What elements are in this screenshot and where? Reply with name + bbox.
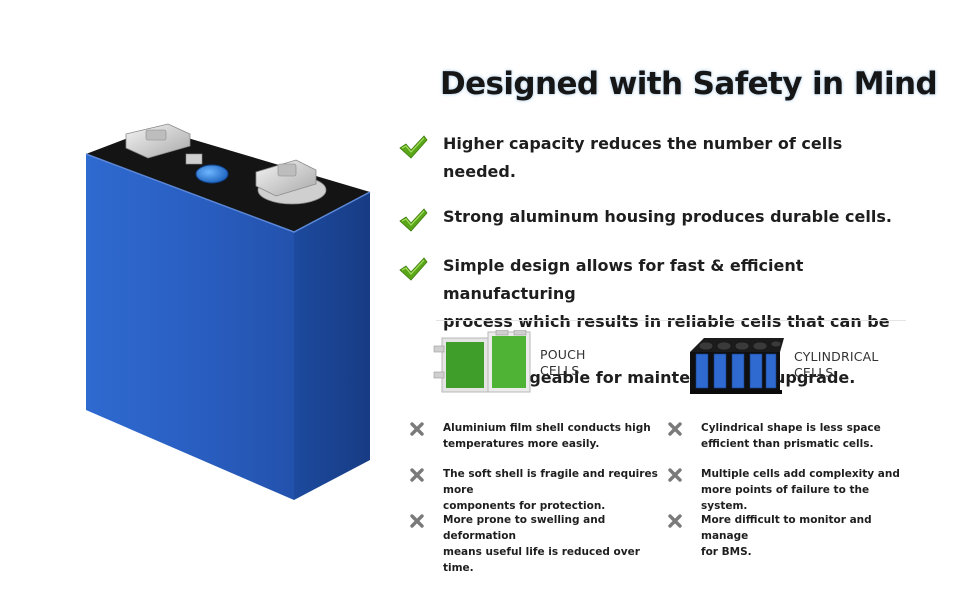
cross-icon [668, 514, 682, 528]
con-item: Aluminium film shell conducts high tempe… [410, 420, 660, 452]
cross-icon [668, 422, 682, 436]
safety-vent [195, 164, 229, 184]
feature-item: Strong aluminum housing produces durable… [398, 203, 918, 232]
prismatic-battery-image [85, 123, 371, 500]
feature-item: Higher capacity reduces the number of ce… [398, 130, 918, 186]
pouch-cells-image [433, 330, 531, 393]
terminal-right [255, 159, 327, 205]
pouch-cells-label: POUCH CELLS [540, 347, 586, 378]
cross-icon [410, 514, 424, 528]
con-item: Cylindrical shape is less space efficien… [668, 420, 918, 452]
con-item: Multiple cells add complexity and more p… [668, 466, 918, 512]
con-item: More difficult to monitor and manage for… [668, 512, 918, 558]
divider [436, 320, 906, 321]
check-icon [399, 135, 428, 159]
feature-text: Strong aluminum housing produces durable… [443, 207, 892, 226]
cross-icon [668, 468, 682, 482]
cross-icon [410, 422, 424, 436]
feature-list: Higher capacity reduces the number of ce… [398, 130, 918, 392]
check-icon [399, 208, 428, 232]
cylindrical-cells-header: CYLINDRICAL CELLS [686, 332, 879, 398]
con-item: The soft shell is fragile and requires m… [410, 466, 660, 512]
page-title: Designed with Safety in Mind [440, 66, 938, 102]
terminal-left [125, 123, 191, 159]
cylindrical-cons-list: Cylindrical shape is less space efficien… [668, 420, 918, 558]
cross-icon [410, 468, 424, 482]
pouch-cons-list: Aluminium film shell conducts high tempe… [410, 420, 660, 574]
cylindrical-cells-label: CYLINDRICAL CELLS [794, 349, 879, 380]
feature-text-line: Simple design allows for fast & efficien… [443, 256, 804, 303]
pouch-cells-header: POUCH CELLS [432, 330, 586, 396]
con-item: More prone to swelling and deformation m… [410, 512, 660, 574]
feature-text: Higher capacity reduces the number of ce… [443, 134, 843, 181]
check-icon [399, 257, 428, 281]
cylindrical-cells-image [690, 338, 784, 394]
